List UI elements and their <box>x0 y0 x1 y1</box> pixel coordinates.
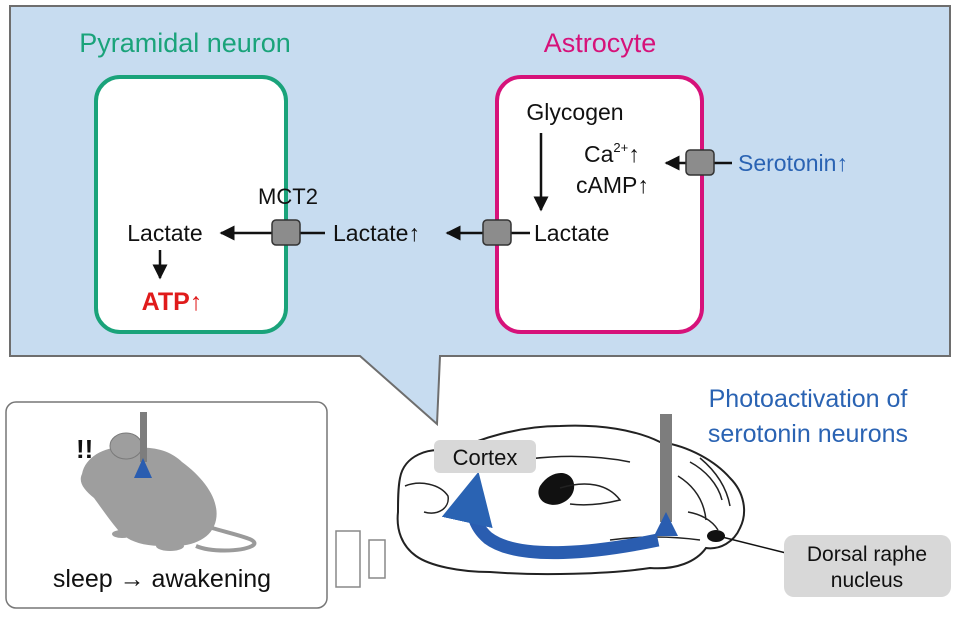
mouse-tail <box>195 526 257 553</box>
separator-block-large <box>335 530 361 588</box>
calcium-label: Ca2+↑ <box>584 140 640 167</box>
dorsal-raphe-line-1: Dorsal raphe <box>807 543 927 566</box>
exclamation-marks: !! <box>76 434 93 464</box>
separator-block-small <box>368 539 386 579</box>
camp-label: cAMP↑ <box>576 172 649 198</box>
mct2-transporter <box>271 219 301 246</box>
mouse-ear <box>109 432 143 460</box>
pyramidal-neuron-cell <box>94 75 288 334</box>
astrocyte-transporter <box>482 219 512 246</box>
serotonin-projection-arrow <box>441 471 660 560</box>
brain-optical-fiber <box>660 414 672 522</box>
mouse-front-foot <box>112 530 132 538</box>
astrocyte-cell <box>495 75 704 334</box>
photoactivation-line-1: Photoactivation of <box>709 385 908 413</box>
cerebellum-folds <box>677 457 731 531</box>
neuron-lactate-label: Lactate <box>127 220 202 246</box>
sleep-awakening-caption: sleep → awakening <box>53 565 271 593</box>
cortex-label-box <box>434 440 536 473</box>
mouse-light-cone <box>134 458 152 478</box>
brain-light-cone <box>654 512 678 536</box>
mouse-foot <box>156 541 184 551</box>
glycogen-label: Glycogen <box>526 99 623 125</box>
pyramidal-neuron-title: Pyramidal neuron <box>79 28 291 58</box>
mouse-body <box>80 447 217 547</box>
serotonin-label: Serotonin↑ <box>738 150 848 176</box>
extracellular-lactate-label: Lactate↑ <box>333 220 420 246</box>
dorsal-raphe-nucleus <box>707 530 725 542</box>
dorsal-raphe-pointer <box>721 536 791 555</box>
mct2-label: MCT2 <box>258 184 318 209</box>
astrocyte-lactate-label: Lactate <box>534 220 609 246</box>
ventricle <box>538 473 575 505</box>
inner-structure <box>559 483 622 506</box>
photoactivation-line-2: serotonin neurons <box>708 420 908 448</box>
serotonin-receptor <box>685 149 715 176</box>
atp-label: ATP↑ <box>142 288 203 316</box>
dorsal-raphe-line-2: nucleus <box>831 569 903 592</box>
astrocyte-title: Astrocyte <box>544 28 657 58</box>
dorsal-raphe-label-box <box>784 535 951 597</box>
cortex-label: Cortex <box>453 445 518 470</box>
mouse-illustration <box>80 412 257 553</box>
mouse-optical-fiber <box>140 412 147 462</box>
